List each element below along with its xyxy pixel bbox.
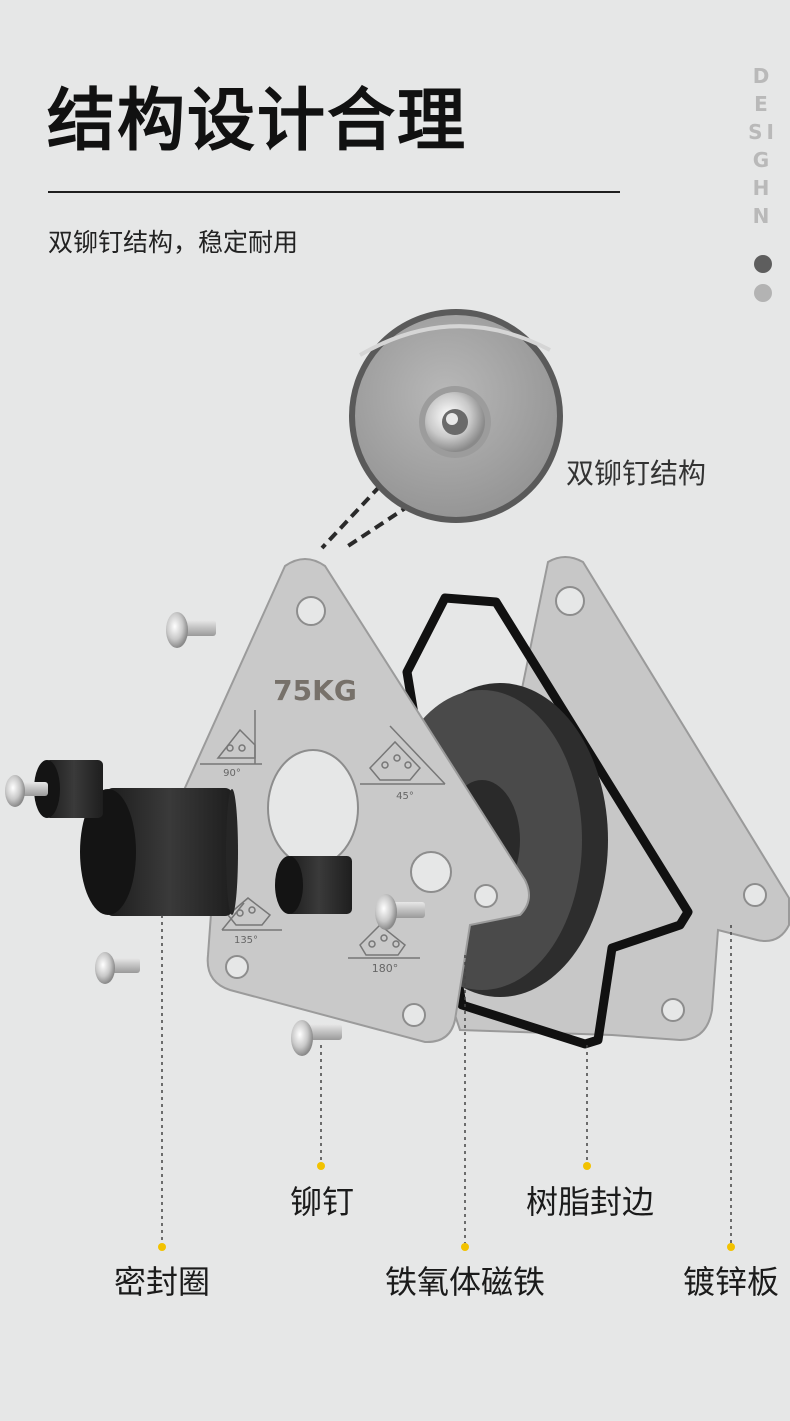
angle-180-label: 180°	[372, 962, 399, 975]
page-title: 结构设计合理	[47, 82, 468, 161]
weight-rating-label: 75KG	[273, 674, 357, 707]
rivet	[95, 952, 140, 984]
seal-ring-large	[80, 788, 238, 916]
side-design-word: DESIGHN	[748, 64, 778, 228]
label-rivet: 铆钉	[289, 1183, 354, 1221]
title-divider	[48, 191, 620, 193]
leader-line-galvanized	[727, 925, 735, 1251]
angle-90-icon	[200, 710, 262, 765]
rivet	[375, 894, 425, 930]
angle-45-icon	[360, 725, 446, 785]
leader-line-rivet	[317, 1045, 325, 1170]
page-indicator-dot	[754, 284, 772, 302]
angle-90-label: 90°	[223, 768, 241, 779]
leader-line-seal	[158, 915, 166, 1251]
angle-135-label: 135°	[234, 935, 258, 946]
label-galvanized-plate: 镀锌板	[682, 1263, 779, 1301]
label-ferrite-magnet: 铁氧体磁铁	[384, 1263, 545, 1301]
angle-45-label: 45°	[396, 791, 414, 802]
rivet-detail-callout: 双铆钉结构	[566, 457, 707, 490]
angle-180-icon	[348, 923, 420, 959]
label-seal-ring: 密封圈	[113, 1263, 210, 1301]
seal-ring-small-center	[275, 856, 352, 914]
rivet	[291, 1020, 342, 1056]
rivet	[166, 612, 216, 648]
page-indicator-dot-active	[754, 255, 772, 273]
leader-line-resin	[583, 1045, 591, 1170]
front-plate: 75KG 90° 45° 135° 180°	[165, 558, 530, 1044]
page-subtitle: 双铆钉结构，稳定耐用	[48, 228, 299, 257]
seal-ring-small-left	[34, 760, 103, 818]
leader-line-ferrite	[461, 955, 469, 1251]
rivet	[5, 775, 48, 807]
label-resin-edge: 树脂封边	[525, 1183, 654, 1221]
rivet-detail-zoom	[320, 309, 563, 550]
angle-135-icon	[221, 897, 282, 931]
